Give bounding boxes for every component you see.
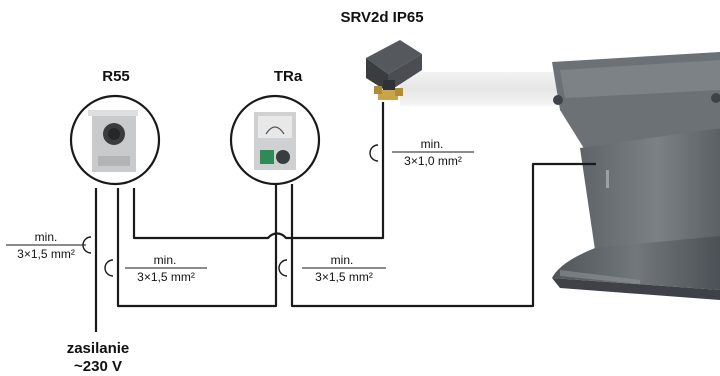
- label-r55: R55: [102, 68, 130, 85]
- r55-device: [69, 94, 161, 186]
- marker-valve: [369, 144, 379, 162]
- cable-supply-line2: 3×1,5 mm²: [17, 247, 75, 261]
- supply-label-line2: ~230 V: [74, 358, 122, 375]
- cable-label-supply: min. 3×1,5 mm²: [6, 230, 86, 261]
- cable-r55-tra-line2: 3×1,5 mm²: [137, 270, 195, 284]
- cable-valve-line2: 3×1,0 mm²: [404, 154, 462, 168]
- wire-tra-fan: [290, 162, 596, 308]
- cable-tra-fan-line1: min.: [331, 253, 354, 267]
- cable-r55-tra-line1: min.: [154, 253, 177, 267]
- marker-r55-tra: [104, 259, 114, 277]
- label-tra: TRa: [274, 68, 303, 85]
- duct: [400, 72, 565, 106]
- wires: [94, 102, 596, 332]
- cable-label-valve: min. 3×1,0 mm²: [392, 137, 474, 168]
- valve-srv2d: [366, 40, 422, 100]
- marker-tra-fan: [278, 259, 288, 277]
- cable-markers: [82, 144, 379, 277]
- tra-device: [229, 94, 321, 186]
- cable-valve-line1: min.: [421, 137, 444, 151]
- cable-label-tra-fan: min. 3×1,5 mm²: [302, 253, 386, 284]
- wire-r55-tra: [116, 184, 278, 308]
- label-valve: SRV2d IP65: [340, 9, 423, 26]
- cable-label-r55-tra: min. 3×1,5 mm²: [125, 253, 207, 284]
- roof-fan: [552, 52, 720, 300]
- cable-tra-fan-line2: 3×1,5 mm²: [315, 270, 373, 284]
- cable-supply-line1: min.: [35, 230, 58, 244]
- supply-label-line1: zasilanie: [67, 340, 130, 357]
